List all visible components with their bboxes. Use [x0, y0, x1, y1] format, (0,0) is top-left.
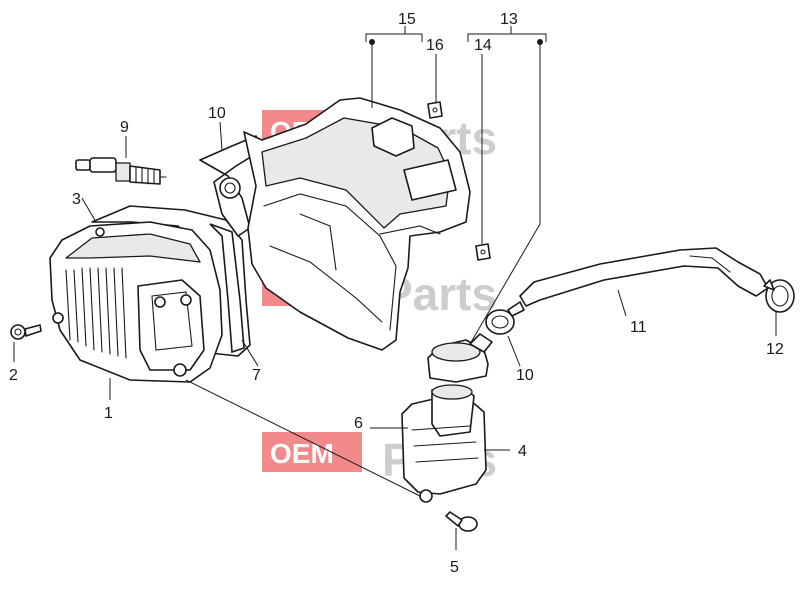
callout-10-lower: 10 — [516, 367, 534, 384]
breather-elbow-part — [427, 333, 493, 383]
callout-9: 9 — [120, 119, 129, 136]
bracket-13-14 — [467, 26, 547, 345]
clip-upper-part — [427, 101, 443, 119]
bolt-part — [10, 324, 42, 340]
callout-1: 1 — [104, 405, 113, 422]
hose-clamp-right-part — [763, 279, 795, 313]
seal-gasket-part — [209, 223, 245, 354]
callout-5: 5 — [450, 559, 459, 576]
cylinder-head-cover-part — [49, 221, 223, 383]
callout-7: 7 — [252, 367, 261, 384]
oil-separator-part — [401, 384, 487, 503]
callout-12: 12 — [766, 341, 784, 358]
spark-plug-part — [75, 157, 167, 185]
breather-hose-part — [519, 247, 769, 307]
screw-part — [445, 511, 478, 532]
callout-2: 2 — [9, 367, 18, 384]
callout-11: 11 — [630, 319, 647, 336]
callout-16: 16 — [426, 37, 444, 54]
callout-14: 14 — [474, 37, 492, 54]
leader-lines — [13, 121, 777, 550]
clip-lower-part — [475, 243, 491, 261]
hose-clamp-left-part — [485, 301, 525, 335]
callout-15: 15 — [398, 11, 416, 28]
callout-3: 3 — [72, 191, 81, 208]
callout-4: 4 — [518, 443, 527, 460]
callout-13: 13 — [500, 11, 518, 28]
svg-text:OEM: OEM — [270, 438, 334, 469]
bracket-15-16 — [365, 26, 437, 108]
callout-10-upper: 10 — [208, 105, 226, 122]
callout-6: 6 — [354, 415, 363, 432]
engine-shroud-part — [243, 97, 471, 351]
